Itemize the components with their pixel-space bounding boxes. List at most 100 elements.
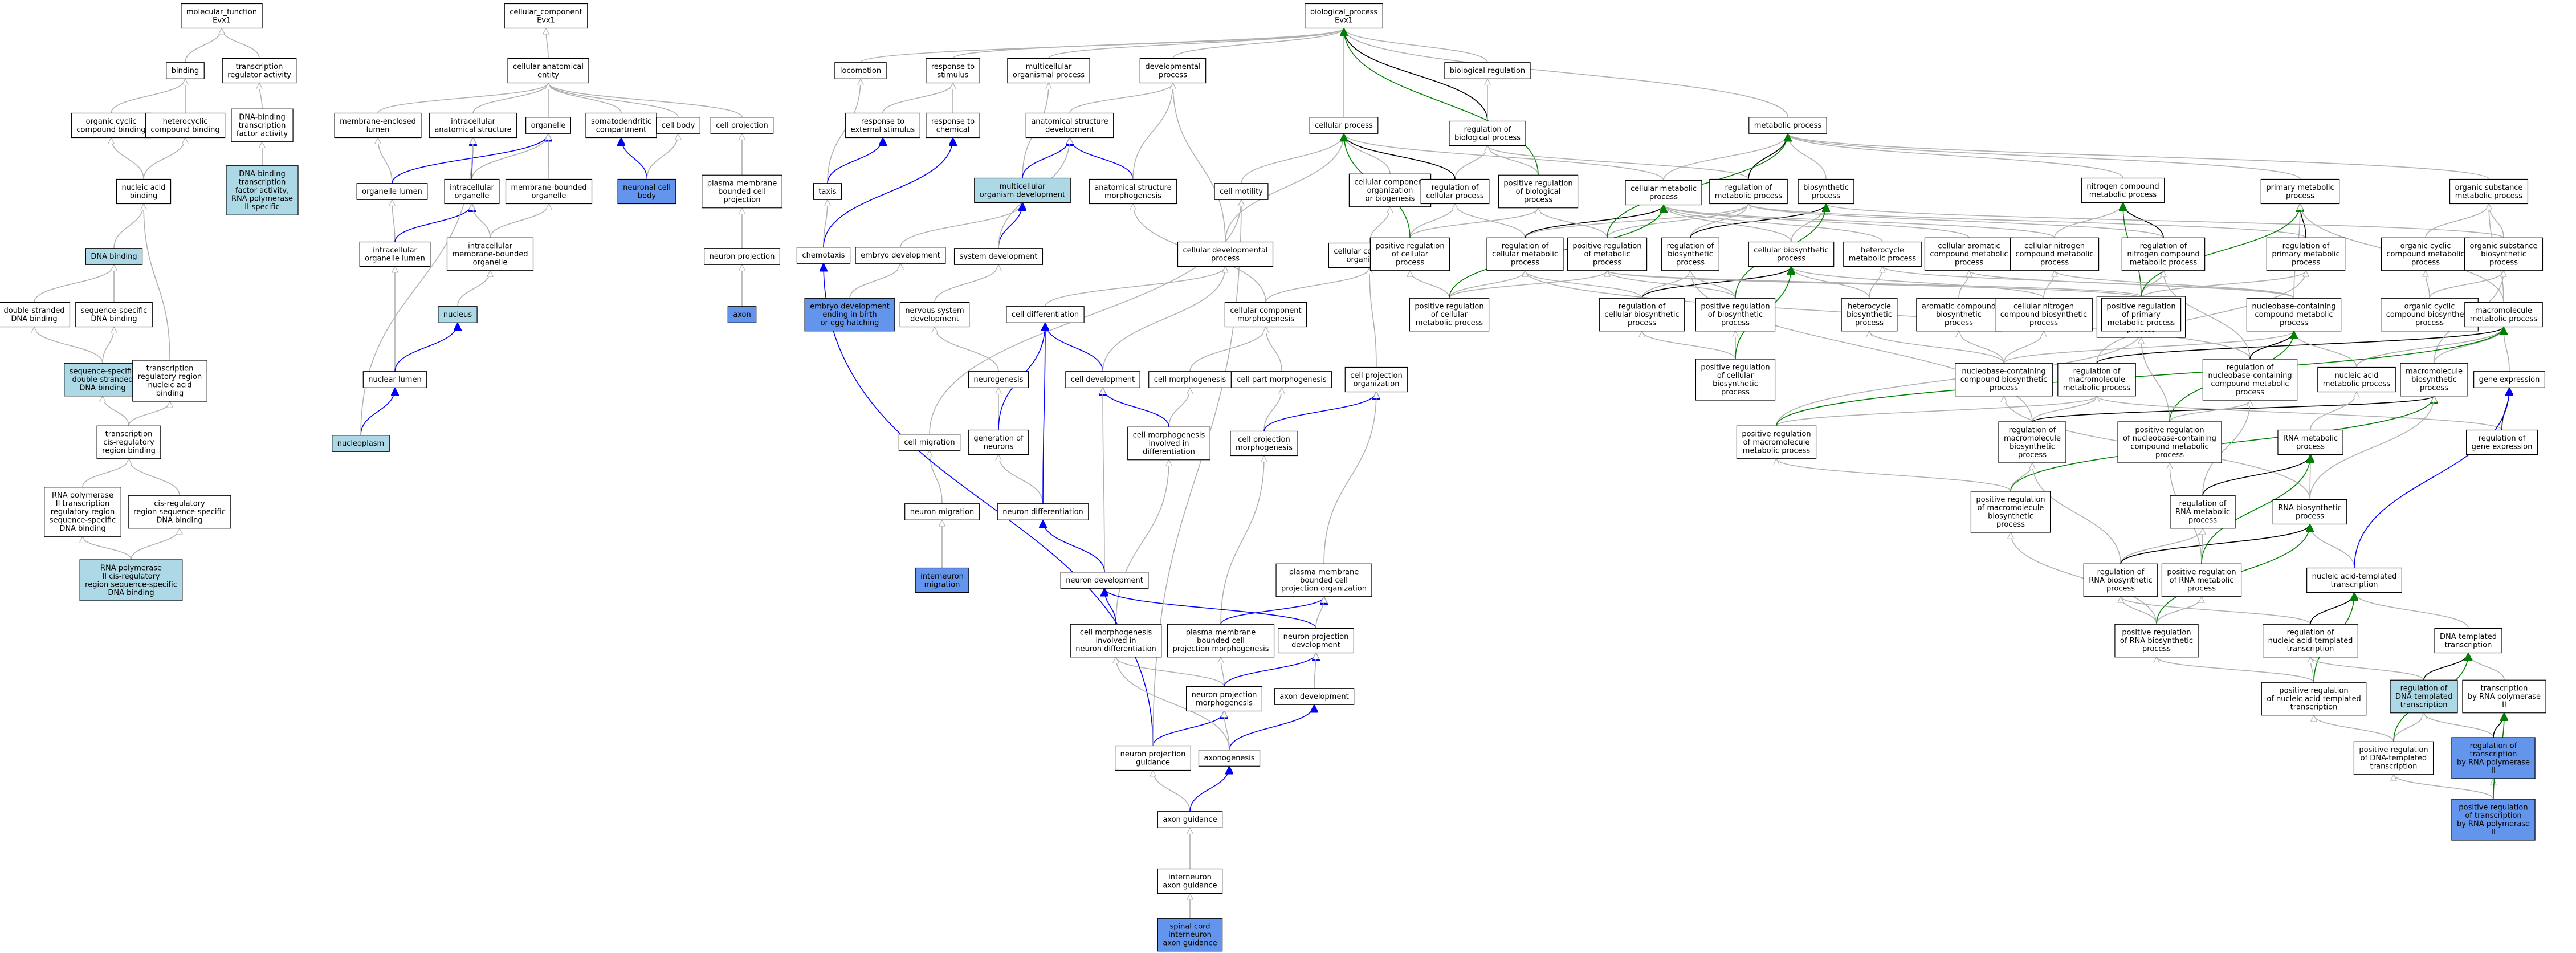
node-dnab: DNA binding	[85, 248, 143, 265]
node-label-line: neuron projection	[710, 252, 775, 261]
node-axon: axon	[727, 306, 757, 323]
node-label: axon	[733, 311, 751, 319]
node-box	[926, 58, 980, 84]
node-label-line: metabolic process	[1754, 121, 1822, 130]
node-box	[915, 567, 969, 593]
edge-part-of	[1103, 388, 1169, 427]
node-label-line: generation of	[973, 434, 1024, 443]
node-box	[1970, 491, 2051, 533]
node-box	[1224, 302, 1307, 328]
node-box	[2101, 298, 2182, 332]
node-label-line: DNA binding	[91, 315, 137, 323]
node-label-line: nucleoplasm	[337, 439, 384, 448]
node-label-line: interneuron	[920, 572, 964, 581]
edge-is-a	[259, 83, 263, 109]
node-label-line: DNA-templated	[2395, 693, 2452, 701]
edge-is-a	[131, 528, 180, 560]
node-label-line: II	[2491, 828, 2496, 837]
node-label-line: transcription	[2481, 685, 2528, 693]
node-label-line: nucleic acid-templated	[2312, 572, 2397, 581]
node-label: taxis	[818, 188, 836, 196]
node-label-line: organelle	[531, 121, 566, 130]
edge-is-a	[548, 83, 679, 117]
edge-is-a	[2310, 657, 2314, 683]
node-label-line: cellular metabolic	[1492, 250, 1558, 259]
node-box	[656, 117, 700, 134]
node-label-line: RNA polymerase	[231, 195, 293, 203]
edge-is-a	[882, 83, 953, 113]
node-label-line: regulation of	[2179, 500, 2227, 508]
edge-part-of	[998, 203, 1022, 249]
node-label-line: intracellular	[468, 242, 512, 251]
node-label-line: of primary	[2122, 311, 2161, 319]
node-label-line: DNA binding	[59, 524, 105, 533]
node-box	[332, 435, 390, 452]
edge-part-of	[824, 263, 1154, 746]
edge-positively-regulates	[2201, 455, 2310, 564]
node-label-line: metabolic process	[2470, 315, 2538, 323]
node-label-line: intracellular	[450, 184, 494, 192]
node-label-line: regulation of	[2400, 685, 2448, 693]
edge-is-a	[113, 204, 144, 249]
node-label-line: somatodendritic	[591, 117, 651, 126]
node-box	[1695, 298, 1776, 332]
node-label-line: primary metabolic	[2272, 250, 2339, 259]
node-label-line: compound metabolic	[2015, 250, 2093, 259]
edge-part-of	[360, 388, 395, 435]
node-box	[2462, 679, 2546, 714]
node-label-line: cis-regulatory	[154, 500, 205, 508]
edge-part-of	[1104, 588, 1316, 629]
edge-is-a	[1642, 331, 1736, 360]
node-label-line: transcription	[236, 63, 283, 71]
node-label-line: embryo development	[861, 251, 940, 260]
edge-part-of	[2354, 388, 2509, 568]
node-label-line: cell projection	[716, 121, 768, 130]
node-label-line: migration	[924, 580, 960, 589]
node-label-line: compound biosynthetic	[1960, 376, 2048, 384]
node-box	[2161, 563, 2242, 597]
node-label-line: regulation of	[2479, 434, 2526, 443]
node-label-line: regulation of	[2097, 568, 2145, 577]
edge-part-of	[1224, 653, 1316, 687]
node-label-line: process	[1855, 319, 1884, 328]
node-label: gene expression	[2479, 376, 2540, 384]
node-label-line: compound metabolic	[2255, 311, 2333, 319]
node-box	[2260, 178, 2340, 205]
node-celldiff: cell differentiation	[1006, 306, 1085, 323]
node-box	[1409, 298, 1490, 332]
node-label-line: organic cyclic	[2400, 242, 2451, 251]
node-box	[2434, 628, 2502, 654]
node-box	[2473, 371, 2545, 388]
node-label-line: cell morphogenesis	[1154, 376, 1226, 384]
node-box	[1695, 359, 1776, 401]
edge-is-a	[548, 83, 743, 118]
node-label-line: entity	[537, 71, 559, 79]
node-box	[727, 306, 757, 323]
